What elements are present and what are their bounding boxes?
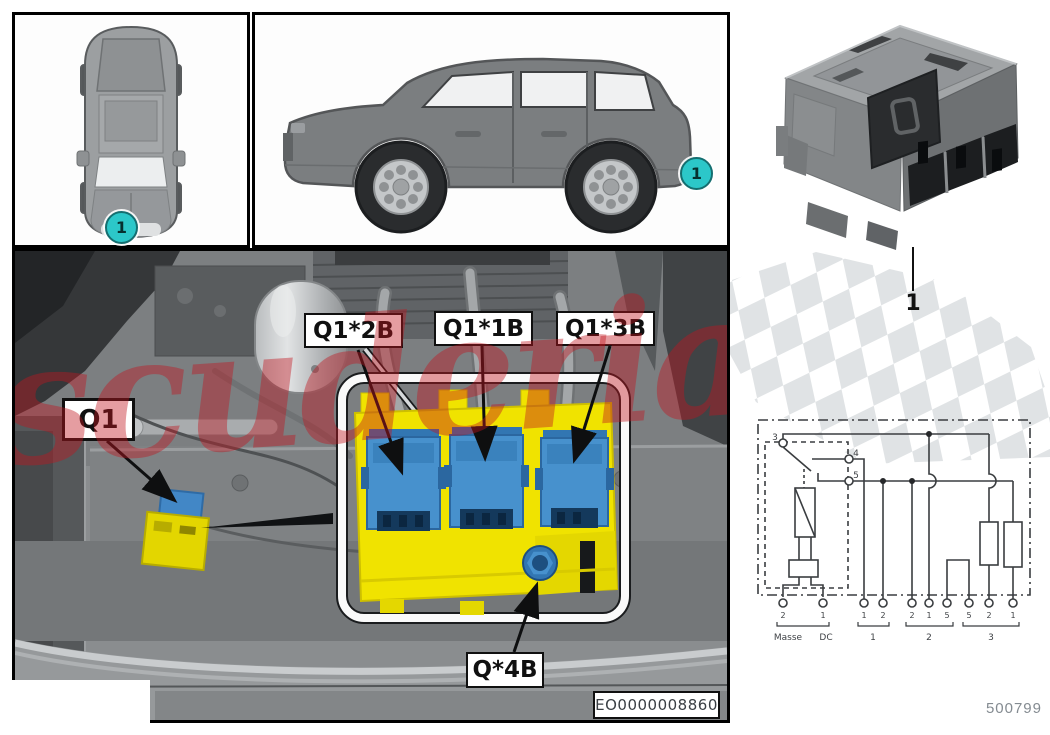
relay-circuit-diagram: 3 4 5 2 1 1 2 2 1 5 5 2 1 Masse DC 1 2 3 [757, 419, 1031, 643]
label-q1-2b[interactable]: Q1*2B [304, 313, 403, 348]
circuit-outer-border [757, 419, 1031, 596]
relay-q1-2b-block [361, 429, 446, 531]
vehicle-side-view-illustration [283, 57, 693, 234]
terminal-label: 1 [926, 611, 931, 620]
part-callout-leader-line [912, 247, 914, 291]
connector-name-dc: DC [819, 633, 832, 643]
callout-arrows [106, 345, 612, 653]
pin-label-4: 4 [853, 449, 859, 459]
badge-number: 1 [115, 218, 128, 237]
relay-dashed-box [764, 441, 849, 589]
terminal-label: 2 [909, 611, 914, 620]
terminal-label: 5 [944, 611, 949, 620]
image-code-label: EO0000008860 [593, 691, 720, 719]
top-view-part-badge[interactable]: 1 [105, 211, 138, 244]
part-callout-1[interactable]: 1 [905, 291, 921, 316]
side-view-part-badge[interactable]: 1 [680, 157, 713, 190]
engine-bay-photo-panel: Q1 Q1*2B Q1*1B Q1*3B Q*4B EO0000008860 s… [12, 248, 730, 723]
vehicle-top-view-illustration [76, 25, 186, 239]
terminal-label: 2 [880, 611, 885, 620]
rear-wheel [564, 140, 658, 234]
terminal-label: 5 [966, 611, 971, 620]
group-label-3: 3 [988, 633, 994, 643]
terminal-label: 2 [986, 611, 991, 620]
relay-q1-3b-block [535, 430, 614, 528]
label-q-4b[interactable]: Q*4B [466, 652, 544, 688]
pin-label-5: 5 [853, 471, 859, 481]
group-label-1: 1 [870, 633, 876, 643]
group-label-2: 2 [926, 633, 932, 643]
relay-q1-location [140, 488, 211, 572]
vehicle-top-view-panel: 1 [12, 12, 250, 248]
label-q1-1b[interactable]: Q1*1B [434, 311, 533, 346]
vacuum-reservoir [254, 280, 348, 394]
terminal-label: 1 [1010, 611, 1015, 620]
suv-body [283, 57, 693, 189]
pointer-wedge [201, 513, 333, 528]
checkered-flag-watermark [726, 252, 1050, 464]
photo-corner-mask [0, 680, 150, 735]
label-q1-3b[interactable]: Q1*3B [556, 311, 655, 346]
badge-number: 1 [690, 164, 703, 183]
label-q1[interactable]: Q1 [62, 398, 135, 441]
terminal-label: 1 [820, 611, 825, 620]
relay-q1-1b-block [444, 427, 529, 529]
diagram-reference-number: 500799 [985, 700, 1042, 717]
front-wheel [354, 140, 448, 234]
terminal-label: 1 [861, 611, 866, 620]
connector-name-masse: Masse [774, 633, 803, 643]
terminal-label: 2 [780, 611, 785, 620]
vehicle-side-view-panel: 1 [252, 12, 730, 248]
pin-label-3: 3 [772, 433, 778, 443]
connector-q4b [522, 545, 558, 581]
relay-part-illustration [776, 24, 1019, 250]
